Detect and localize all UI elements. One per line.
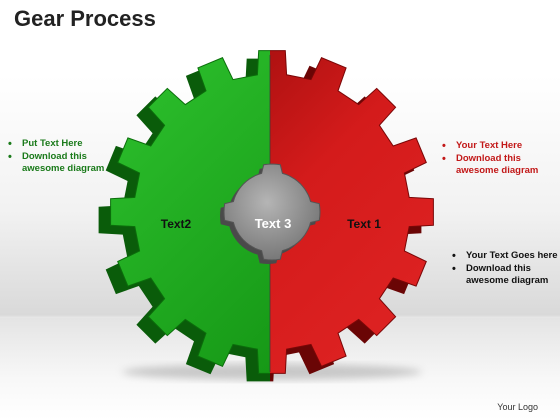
right-top-bullet-list: Your Text Here Download this awesome dia… bbox=[440, 140, 558, 178]
gear-center-label: Text 3 bbox=[255, 216, 292, 231]
left-bullet-item: Download this awesome diagram bbox=[6, 151, 124, 175]
left-bullet-list: Put Text Here Download this awesome diag… bbox=[6, 138, 124, 176]
gear-left-label: Text2 bbox=[161, 217, 192, 231]
logo-text: Your Logo bbox=[497, 402, 538, 412]
right-top-bullet-item: Your Text Here bbox=[440, 140, 558, 152]
left-bullet-item: Put Text Here bbox=[6, 138, 124, 150]
gear-right-label: Text 1 bbox=[347, 217, 381, 231]
right-top-bullet-item: Download this awesome diagram bbox=[440, 153, 558, 177]
gear-center-hub bbox=[220, 163, 321, 264]
right-bottom-bullet-list: Your Text Goes here Download this awesom… bbox=[450, 250, 558, 288]
gear-half-red bbox=[270, 50, 434, 374]
right-bottom-bullet-item: Download this awesome diagram bbox=[450, 263, 558, 287]
right-bottom-bullet-item: Your Text Goes here bbox=[450, 250, 558, 262]
gear-half-green bbox=[110, 50, 270, 374]
page-title: Gear Process bbox=[14, 6, 156, 31]
